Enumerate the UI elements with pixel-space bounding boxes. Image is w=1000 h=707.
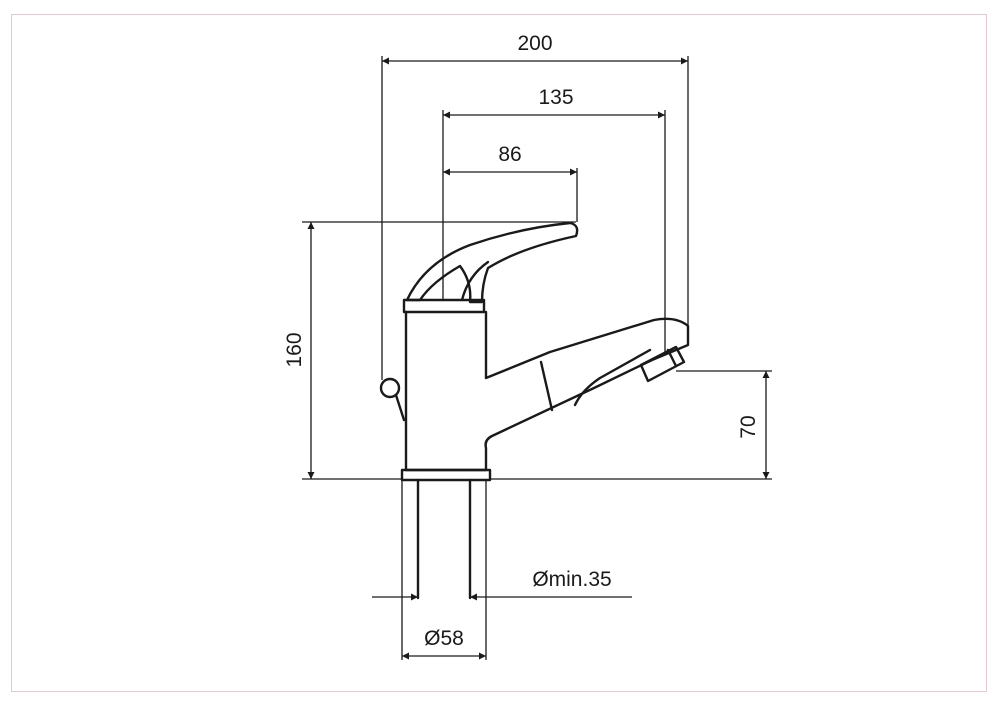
popup-knob [379, 377, 401, 399]
dimension-base-diameter-label: Ø58 [424, 627, 464, 650]
popup-rod [394, 393, 406, 422]
spout-outlet [639, 345, 686, 383]
dimension-86-label: 86 [498, 143, 521, 166]
dimension-70: 70 [490, 370, 772, 480]
dimension-135: 135 [442, 86, 666, 352]
lever-handle [405, 221, 579, 304]
dimension-hole-min-label: Ømin.35 [532, 568, 611, 591]
spout-outlet-ring [666, 348, 678, 368]
dimension-160-label: 160 [283, 332, 306, 367]
dimension-200-label: 200 [517, 32, 552, 55]
dimension-86: 86 [443, 143, 578, 222]
spout-head-line [573, 348, 652, 407]
dimension-70-label: 70 [737, 415, 760, 438]
dimension-135-label: 135 [538, 86, 573, 109]
lever-groove [460, 260, 490, 302]
dimension-hole-min: Ømin.35 [372, 568, 632, 601]
dimension-160: 160 [283, 221, 576, 480]
lever-cap [402, 298, 486, 314]
spout-joint [539, 360, 554, 412]
faucet-outline [379, 221, 690, 660]
base-ring [400, 468, 492, 482]
dimension-200: 200 [381, 32, 689, 380]
dimension-base-diameter: Ø58 [402, 627, 486, 660]
drawing-frame [11, 14, 987, 692]
